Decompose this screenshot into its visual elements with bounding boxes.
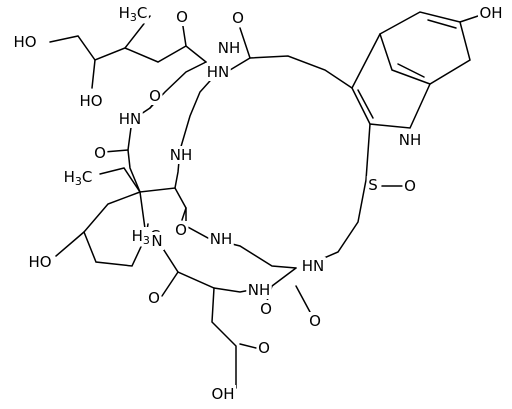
label-background — [146, 289, 162, 307]
label-background — [300, 257, 326, 275]
sulfoxide-o-label: O — [404, 177, 416, 195]
label-background — [230, 9, 246, 27]
ethyl-h3c-label: H3C — [64, 168, 93, 188]
bond-indole-oh — [459, 15, 479, 23]
bond-acid-o — [239, 343, 257, 349]
label-background — [174, 8, 190, 26]
carbonyl-o-top1-label: O — [176, 8, 188, 26]
label-background — [366, 176, 380, 194]
bond-carbonyl-ring3 — [181, 207, 187, 221]
nh-ring-2-label: NH — [210, 230, 233, 248]
label-background — [216, 39, 242, 57]
acid-oh-label: OH — [211, 385, 234, 403]
bond-carbonyl-ring4 — [161, 271, 179, 297]
hn-ring-2-label: HN — [119, 110, 142, 128]
bond-indole-benzene — [379, 11, 471, 85]
nh-indole-label: NH — [399, 131, 422, 149]
methyl-top-label: H3C — [119, 4, 148, 24]
carbonyl-o-ring2-label: O — [94, 144, 106, 162]
label-background — [92, 144, 108, 162]
carbonyl-o-ring1-label: O — [149, 87, 161, 105]
bond-macrocycle-inner — [174, 71, 219, 189]
nh-ring-1-label: NH — [170, 146, 193, 164]
bond-pyrrolidine-oh — [55, 231, 85, 257]
label-background — [307, 312, 323, 330]
hn-ring-3-label: HN — [302, 257, 325, 275]
ho-pyrrolidine-label: HO — [28, 253, 51, 271]
label-background — [149, 232, 165, 250]
bond-asp-side — [211, 287, 237, 389]
label-background — [26, 253, 54, 271]
carbonyl-o-ring3-label: O — [175, 221, 187, 239]
bond-indole-benzene-inner — [397, 19, 457, 78]
label-background — [205, 63, 231, 81]
label-background — [62, 168, 94, 188]
label-background — [258, 300, 274, 318]
label-background — [147, 87, 163, 105]
carbonyl-o-ring4-label: O — [148, 289, 160, 307]
carbonyl-o-top2-label: O — [232, 9, 244, 27]
bond-carbonyl-ring2 — [103, 149, 129, 153]
label-background — [397, 131, 423, 149]
bond-trp-side — [229, 55, 353, 89]
label-background — [246, 281, 272, 299]
bond-sulfur — [309, 123, 371, 265]
oh-top-right-label: OH — [479, 4, 502, 22]
bond-ethyl — [99, 167, 141, 193]
label-background — [208, 230, 234, 248]
label-background — [117, 110, 143, 128]
label-background — [11, 33, 39, 51]
nh-ring-3-label: NH — [248, 281, 271, 299]
bond-asp-backbone — [159, 243, 297, 293]
label-background — [117, 4, 149, 24]
bond-carbonyl-ring6 — [295, 285, 311, 313]
label-background — [477, 4, 505, 22]
label-background — [168, 146, 194, 164]
label-background — [173, 221, 189, 239]
label-background — [77, 92, 105, 110]
hn-ring-1-label: HN — [207, 63, 230, 81]
n-ring-label: N — [151, 232, 162, 250]
ho-top-left-label: HO — [13, 33, 36, 51]
bond-indole-pyrrole — [351, 33, 431, 129]
acid-o-label: O — [258, 339, 270, 357]
bond-indole-double — [357, 89, 374, 119]
ho-chain-label: HO — [79, 92, 102, 110]
bond-carbonyl-top2 — [239, 27, 251, 59]
sulfur-label: S — [368, 176, 378, 194]
atom-labels: OH HO H3C O O NH HN HO O HN NH O NH H3C … — [11, 4, 505, 403]
label-background — [256, 339, 272, 357]
carbonyl-o-ring5-label: O — [260, 300, 272, 318]
carbonyl-o-ring6-label: O — [309, 312, 321, 330]
bonds — [49, 11, 479, 389]
label-background — [209, 385, 237, 403]
label-background — [402, 177, 418, 195]
bond-chain-oh — [91, 59, 96, 89]
nh-top-label: NH — [218, 39, 241, 57]
